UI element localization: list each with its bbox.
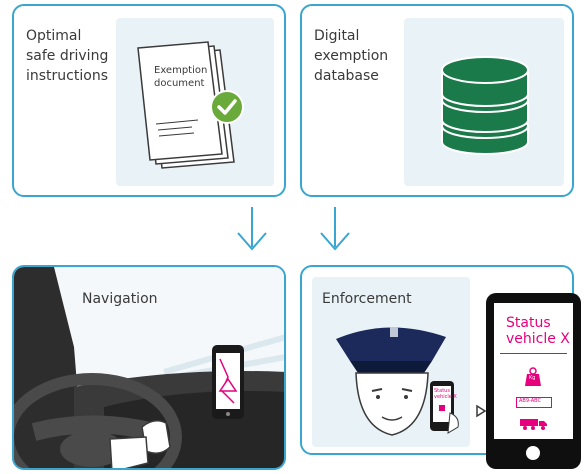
arrow-down-icon bbox=[320, 207, 350, 251]
smartphone-icon bbox=[212, 345, 244, 419]
steering-wheel-icon bbox=[14, 373, 182, 468]
smartphone-icon bbox=[430, 381, 459, 434]
status-phone-divider bbox=[500, 353, 567, 354]
document-icon bbox=[137, 41, 235, 169]
weight-icon bbox=[525, 367, 541, 386]
status-phone: Status vehicle X Kg AB9-ABC bbox=[486, 293, 581, 469]
panel-database: Digital exemption database bbox=[300, 4, 574, 197]
navigation-scene bbox=[14, 267, 284, 468]
database-label: Digital exemption database bbox=[314, 28, 389, 84]
document-label: Exemption document bbox=[154, 65, 208, 89]
plate-label: AB9-ABC bbox=[519, 398, 541, 404]
checkmark-icon bbox=[210, 90, 244, 124]
panel-instructions: Optimal safe driving instructions Exempt… bbox=[12, 4, 286, 197]
weight-label: Kg bbox=[529, 375, 536, 381]
navigation-label: Navigation bbox=[82, 291, 158, 307]
pointer-arrow-icon bbox=[476, 404, 487, 418]
panel-navigation: Navigation bbox=[12, 265, 286, 470]
police-officer-icon bbox=[336, 327, 446, 436]
database-icon bbox=[441, 56, 529, 155]
small-phone-status: Status vehicle X bbox=[434, 388, 457, 400]
plate-box bbox=[516, 397, 552, 408]
status-phone-title: Status vehicle X bbox=[506, 315, 570, 347]
truck-icon bbox=[520, 419, 547, 430]
arrow-down-icon bbox=[237, 207, 267, 251]
status-phone-screen bbox=[494, 303, 573, 439]
home-button[interactable] bbox=[526, 446, 540, 460]
enforcement-label: Enforcement bbox=[322, 291, 412, 307]
instructions-label: Optimal safe driving instructions bbox=[26, 28, 109, 84]
